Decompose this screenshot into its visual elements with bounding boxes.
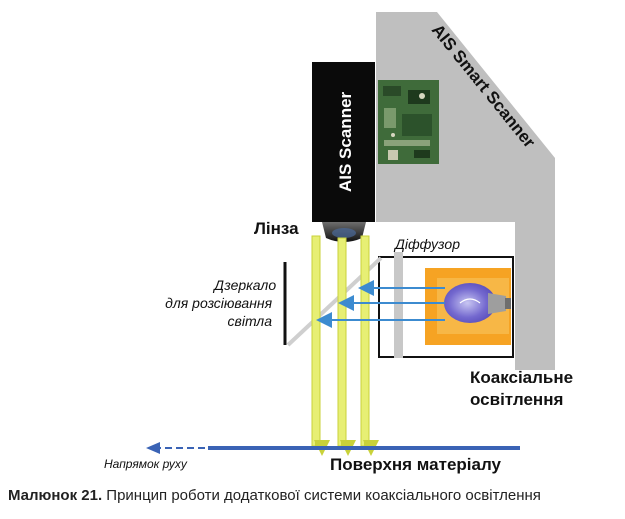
- coaxial-illumination-diagram: AIS Smart Scanner AIS Scanner Лінза Діфф…: [104, 12, 578, 474]
- light-bulb-icon: [444, 283, 511, 323]
- mirror-label: Дзеркало для розсіювання світла: [165, 277, 280, 329]
- lens-icon: [322, 222, 366, 242]
- blue-light-rays: [316, 280, 445, 328]
- ais-scanner-label: AIS Scanner: [336, 91, 355, 192]
- caption-text: Принцип роботи додаткової системи коаксі…: [106, 487, 541, 504]
- circuit-board-icon: [378, 80, 439, 164]
- lens-label: Лінза: [254, 219, 299, 238]
- ais-scanner-body: [312, 62, 375, 222]
- figure-caption: Малюнок 21. Принцип роботи додаткової си…: [8, 487, 625, 504]
- caption-number: Малюнок 21.: [8, 487, 103, 504]
- coaxial-label: Коаксіальне освітлення: [470, 368, 578, 409]
- arrow-left-icon: [146, 442, 205, 454]
- light-beams: [311, 235, 379, 456]
- material-surface: [208, 446, 520, 450]
- diffuser-label: Діффузор: [393, 236, 460, 252]
- direction-label: Напрямок руху: [104, 457, 188, 471]
- surface-label: Поверхня матеріалу: [330, 455, 502, 474]
- diffuser-panel: [394, 252, 403, 358]
